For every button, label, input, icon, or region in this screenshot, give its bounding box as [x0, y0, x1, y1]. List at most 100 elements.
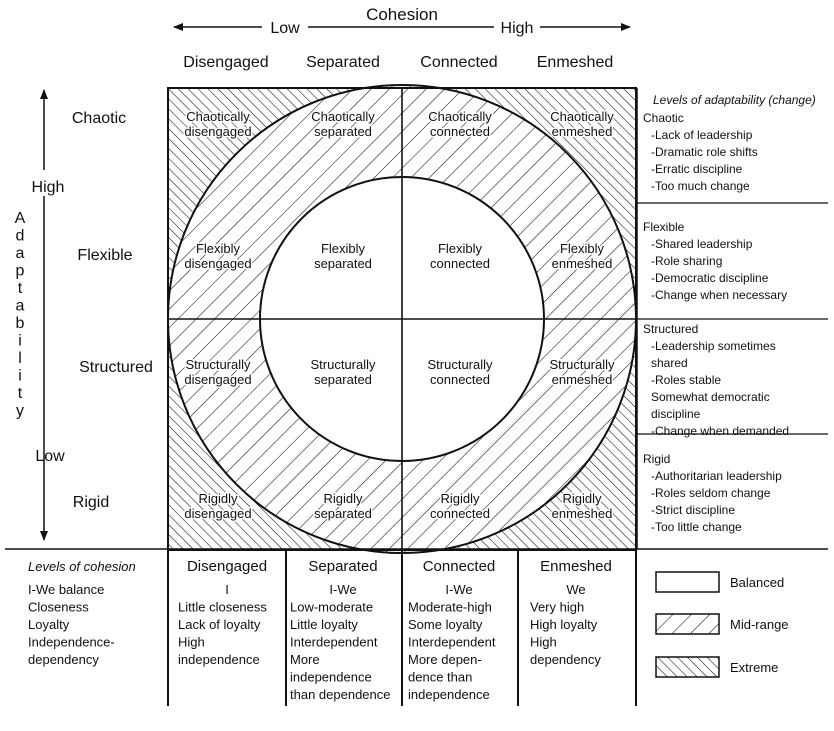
axis-letter: i [18, 333, 22, 350]
cell-label-line: Rigidly [440, 491, 480, 506]
adaptability-item: -Dramatic role shifts [651, 145, 758, 159]
cell-label-line: Structurally [549, 357, 615, 372]
cohesion-column-line: High [178, 635, 205, 650]
axis-letter: t [18, 280, 23, 297]
axis-letter: d [16, 228, 25, 245]
axis-letter: y [16, 403, 24, 420]
row-header-chaotic: Chaotic [72, 110, 126, 127]
cohesion-column-title: Connected [423, 558, 496, 575]
cohesion-column-line: dependency [530, 652, 601, 667]
cohesion-column-line: independence [290, 670, 372, 685]
adaptability-low-label: Low [35, 448, 65, 465]
column-header-connected: Connected [420, 54, 497, 71]
adaptability-block-flexible: Flexible-Shared leadership-Role sharing-… [643, 220, 787, 302]
adaptability-block-rigid: Rigid-Authoritarian leadership-Roles sel… [643, 452, 782, 534]
adaptability-heading: Levels of adaptability (change) [653, 93, 816, 107]
cohesion-column-line: I-We [329, 582, 356, 597]
cell-label-line: Chaotically [186, 109, 250, 124]
column-header-enmeshed: Enmeshed [537, 54, 614, 71]
adaptability-item: -Erratic discipline [651, 162, 743, 176]
cell-label-line: enmeshed [552, 256, 613, 271]
cell-label-line: Rigidly [323, 491, 363, 506]
cohesion-header: Cohesion Low High Disengaged Separated C… [173, 5, 631, 71]
axis-letter: i [18, 368, 22, 385]
cell-label-line: connected [430, 372, 490, 387]
adaptability-block-structured: Structured-Leadership sometimes shared-R… [643, 322, 789, 438]
cohesion-dimension-label: dependency [28, 652, 99, 667]
cohesion-column-line: independence [408, 687, 490, 702]
adaptability-item: -Roles seldom change [651, 486, 771, 500]
adaptability-item: -Change when necessary [651, 288, 787, 302]
cohesion-column-line: dence than [408, 670, 472, 685]
adaptability-block-title: Flexible [643, 220, 685, 234]
cohesion-dimension-label: Closeness [28, 600, 89, 615]
cell-label-line: Flexibly [321, 241, 366, 256]
adaptability-block-title: Chaotic [643, 111, 684, 125]
cell-label-line: disengaged [184, 124, 251, 139]
cell-label-line: Chaotically [550, 109, 614, 124]
cell-labels: ChaoticallydisengagedChaoticallyseparate… [183, 108, 617, 523]
legend-balanced-swatch [655, 571, 720, 593]
adaptability-item: -Roles stable [651, 373, 721, 387]
row-header-structured: Structured [79, 359, 153, 376]
cohesion-dimension-label: Independence- [28, 635, 115, 650]
axis-letter: b [16, 315, 25, 332]
cell-label-line: connected [430, 124, 490, 139]
cohesion-column-line: independence [178, 652, 260, 667]
cohesion-column-line: Some loyalty [408, 617, 483, 632]
legend: Balanced Mid-range Extreme [655, 571, 789, 678]
cell-label-line: separated [314, 256, 372, 271]
cohesion-column-line: Lack of loyalty [178, 617, 261, 632]
cell-label-line: separated [314, 124, 372, 139]
cohesion-column-line: High loyalty [530, 617, 598, 632]
adaptability-block-title: Structured [643, 322, 698, 336]
legend-extreme-label: Extreme [730, 660, 778, 675]
cohesion-column-line: Interdependent [290, 635, 378, 650]
axis-letter: p [16, 263, 25, 280]
cell-label-line: disengaged [184, 256, 251, 271]
axis-letter: l [18, 350, 22, 367]
cell-label-line: Rigidly [198, 491, 238, 506]
cell-label-line: enmeshed [552, 124, 613, 139]
cohesion-levels-section: Levels of cohesion I-We balanceCloseness… [5, 548, 828, 706]
axis-letter: a [16, 245, 25, 262]
column-header-disengaged: Disengaged [183, 54, 268, 71]
adaptability-item: -Democratic discipline [651, 271, 769, 285]
cohesion-low-label: Low [270, 20, 300, 37]
grid-area [167, 84, 637, 554]
cohesion-column-line: Very high [530, 600, 584, 615]
adaptability-item: -Authoritarian leadership [651, 469, 782, 483]
cohesion-column-line: Interdependent [408, 635, 496, 650]
cohesion-title: Cohesion [366, 5, 438, 24]
adaptability-item: -Leadership sometimes [651, 339, 776, 353]
cell-label-line: disengaged [184, 372, 251, 387]
cell-label-line: Structurally [427, 357, 493, 372]
row-header-rigid: Rigid [73, 494, 109, 511]
axis-letter: t [18, 385, 23, 402]
cohesion-high-label: High [501, 20, 534, 37]
cell-label-line: separated [314, 506, 372, 521]
adaptability-high-label: High [32, 179, 65, 196]
cohesion-column-line: Little closeness [178, 600, 267, 615]
cohesion-dimension-label: Loyalty [28, 617, 70, 632]
cohesion-column-line: High [530, 635, 557, 650]
column-header-separated: Separated [306, 54, 380, 71]
adaptability-item: -Too much change [651, 179, 750, 193]
cohesion-dimension-label: I-We balance [28, 582, 104, 597]
cell-label-line: enmeshed [552, 372, 613, 387]
